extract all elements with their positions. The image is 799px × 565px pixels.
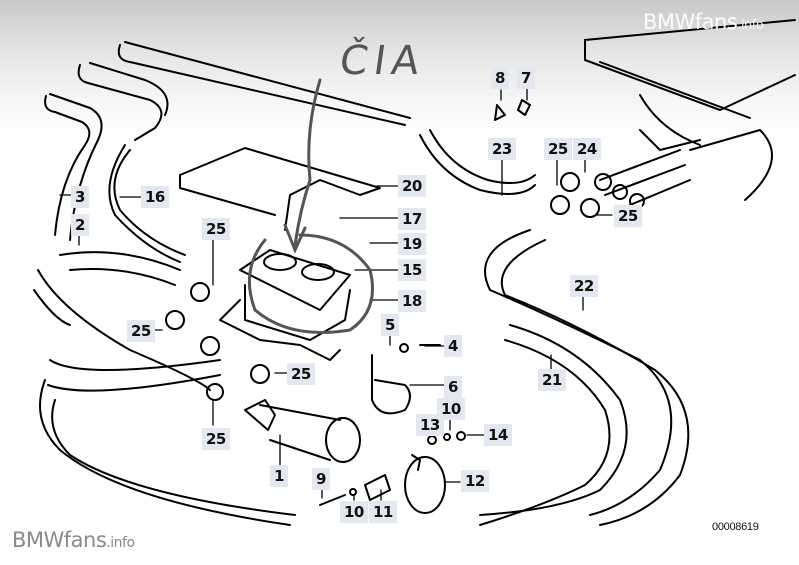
callout-25[interactable]: 25 <box>202 428 230 450</box>
fasteners <box>319 99 531 506</box>
watermark-bottom: BMWfans.info <box>12 528 135 552</box>
watermark-top: BMWfans.info <box>643 10 764 34</box>
callout-13[interactable]: 13 <box>416 414 444 436</box>
callout-5[interactable]: 5 <box>381 314 399 336</box>
callout-7[interactable]: 7 <box>517 67 535 89</box>
callout-25[interactable]: 25 <box>544 138 572 160</box>
callout-23[interactable]: 23 <box>488 138 516 160</box>
callout-25[interactable]: 25 <box>127 320 155 342</box>
callout-8[interactable]: 8 <box>491 67 509 89</box>
callout-11[interactable]: 11 <box>369 501 397 523</box>
bracket-6 <box>371 354 411 415</box>
hose-lower-long <box>39 359 296 526</box>
hose-upper-long <box>117 41 411 126</box>
callout-12[interactable]: 12 <box>461 470 489 492</box>
hose-23 <box>419 129 536 195</box>
hose-clamps <box>165 172 600 401</box>
hose-16 <box>77 62 186 263</box>
hose-3 <box>44 93 103 241</box>
valve-cover <box>179 147 381 231</box>
callout-25[interactable]: 25 <box>202 218 230 240</box>
callout-17[interactable]: 17 <box>398 208 426 230</box>
callout-2[interactable]: 2 <box>71 214 89 236</box>
callout-18[interactable]: 18 <box>398 290 426 312</box>
callout-15[interactable]: 15 <box>398 259 426 281</box>
leader-lines <box>59 87 613 501</box>
callout-4[interactable]: 4 <box>444 335 462 357</box>
drawing-code: 00008619 <box>712 521 759 533</box>
callout-14[interactable]: 14 <box>484 424 512 446</box>
callout-6[interactable]: 6 <box>444 376 462 398</box>
callout-22[interactable]: 22 <box>570 275 598 297</box>
hose-2 <box>33 251 211 391</box>
water-pump <box>244 399 361 463</box>
handwritten-annotation: ČIA <box>336 38 429 84</box>
callout-24[interactable]: 24 <box>573 138 601 160</box>
callout-3[interactable]: 3 <box>71 186 89 208</box>
callout-10[interactable]: 10 <box>437 398 465 420</box>
callout-1[interactable]: 1 <box>270 465 288 487</box>
heater-valve <box>219 249 351 361</box>
callout-9[interactable]: 9 <box>312 468 330 490</box>
callout-10[interactable]: 10 <box>340 501 368 523</box>
callout-25[interactable]: 25 <box>287 363 315 385</box>
clamp-12 <box>404 454 446 514</box>
callout-25[interactable]: 25 <box>614 205 642 227</box>
callout-20[interactable]: 20 <box>398 175 426 197</box>
callout-16[interactable]: 16 <box>141 186 169 208</box>
callout-21[interactable]: 21 <box>538 369 566 391</box>
hose-22-21 <box>479 229 690 526</box>
callout-19[interactable]: 19 <box>398 233 426 255</box>
heater-core <box>584 19 796 209</box>
hand-annotation <box>247 78 374 334</box>
